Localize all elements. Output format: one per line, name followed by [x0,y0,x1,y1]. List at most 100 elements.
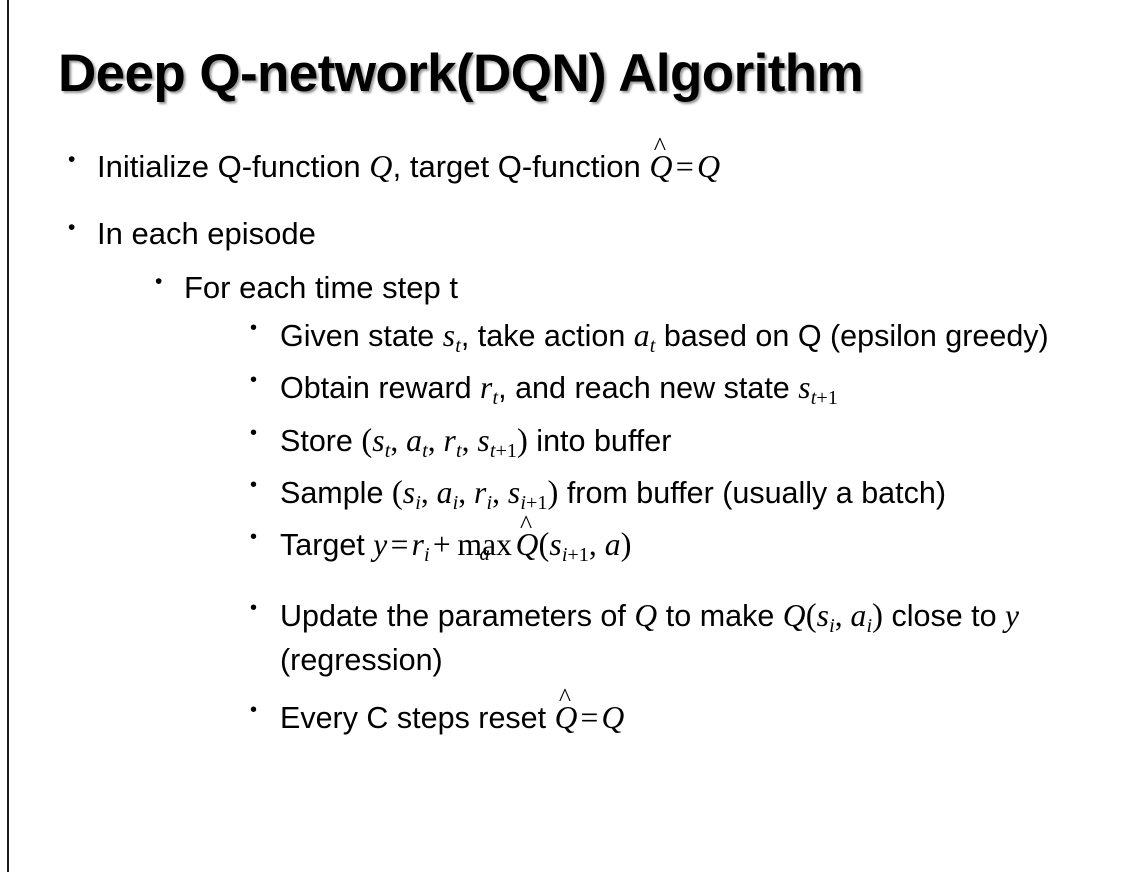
math-update-y: y [1005,597,1020,633]
math-comma-3: , [461,422,478,458]
math-equals: = [580,699,599,735]
bullet-marker-icon: • [250,525,258,548]
math-comma-3: , [492,474,508,510]
math-r-t: rt [480,370,498,409]
bullet-marker-icon: • [250,473,258,496]
math-comma-1: , [420,474,437,510]
text-update-mid: to make [657,598,783,633]
math-store-s-tp1-base: s [477,422,490,458]
math-r-i-sub: i [424,543,430,566]
text-store-post: into buffer [527,423,672,458]
math-store-s-tp1-sub-offset: +1 [495,439,517,462]
bullet-in-each-episode: • In each episode • For each time step t… [68,214,1124,739]
math-a-t-base: a [633,318,650,354]
text-given-mid: , take action [460,319,634,354]
math-store-s-t: st [372,422,390,462]
circumflex-accent-icon: ^ [653,131,667,161]
text-reset-pre: Every C steps reset [280,700,555,735]
bullet-list-level-1: • Initialize Q-function Q, target Q-func… [0,133,1124,739]
math-q-hat-target: ^Q [515,511,539,566]
bullet-in-each-episode-text: In each episode [97,215,316,251]
math-update-q-1: Q [634,597,658,633]
math-r-t-sub: t [492,387,499,410]
math-s-tp1-sub-var: t [810,387,817,410]
bullet-update-parameters: • Update the parameters of Q to make Q(s… [250,595,1124,681]
math-store-r-t-sub: t [455,439,462,462]
bullet-sample-text: Sample (si, ai, ri, si+1) from buffer (u… [280,472,1124,517]
bullet-marker-icon: • [250,369,258,392]
math-paren-close: ) [620,526,632,563]
math-sample-s-ip1-sub: i+1 [520,492,547,514]
math-q-1: Q [369,148,393,184]
math-paren-open: ( [391,474,403,511]
bullet-initialize: • Initialize Q-function Q, target Q-func… [68,133,1124,188]
text-store-pre: Store [280,423,362,458]
math-sample-r-i-sub: i [486,491,493,514]
math-r-i: ri [411,526,430,566]
bullet-store-transition: • Store (st, at, rt, st+1) into buffer [250,420,1124,465]
math-sample-s-i-base: s [402,474,416,510]
bullet-list-level-3: • Given state st, take action at based o… [184,315,1124,739]
text-sample-post: from buffer (usually a batch) [558,475,946,510]
bullet-for-each-time-step-text: For each time step t [184,269,458,305]
math-update-s-i-sub: i [829,614,835,637]
math-comma-2: , [458,474,475,510]
math-sample-r-i: ri [474,474,492,514]
math-sample-s-i-sub: i [415,491,421,514]
math-store-s-t-base: s [372,422,385,458]
circumflex-accent-icon: ^ [558,682,572,712]
bullet-marker-icon: • [250,421,258,444]
bullet-obtain-reward-text: Obtain reward rt, and reach new state st… [280,367,1124,412]
math-target-s-base: s [549,526,562,562]
math-update-a-i-sub: i [866,614,873,637]
bullet-store-text: Store (st, at, rt, st+1) into buffer [280,420,1124,465]
bullet-reset-text: Every C steps reset ^Q=Q [280,685,1124,739]
text-obtain-pre: Obtain reward [280,371,481,406]
bullet-given-state-text: Given state st, take action at based on … [280,315,1124,360]
math-r-t-base: r [480,370,493,406]
math-target-a: a [604,526,621,562]
bullet-initialize-text: Initialize Q-function Q, target Q-functi… [97,133,1124,188]
math-y: y [373,526,388,562]
math-update-s-i: si [817,598,835,637]
math-s-t-sub: t [455,335,461,358]
bullet-list-level-2: • For each time step t • Given state st,… [97,268,1124,739]
math-store-a-t-base: a [406,422,423,458]
math-comma: , [588,526,605,562]
math-paren-open: ( [361,422,373,459]
math-comma: , [834,597,851,633]
math-equals-1: = [675,148,694,184]
math-sample-a-i: ai [437,475,459,514]
math-s-tp1-sub: t+1 [811,387,838,409]
bullet-given-state: • Given state st, take action at based o… [250,315,1124,360]
math-store-a-t: at [406,422,428,462]
math-store-s-t-plus-1: st+1 [477,422,517,462]
math-reset-q: Q [601,699,625,735]
math-update-a-i: ai [851,598,873,637]
math-target-s-sub: i+1 [562,544,589,566]
math-sample-r-i-base: r [474,474,487,510]
text-given-pre: Given state [280,319,443,354]
math-comma-2: , [427,422,444,458]
text-initialize-pre: Initialize Q-function [97,149,370,184]
bullet-obtain-reward: • Obtain reward rt, and reach new state … [250,367,1124,412]
math-a-t-sub: t [649,335,656,358]
math-sample-s-ip1-sub-var: i [520,491,526,514]
math-a-t: at [633,318,656,357]
page-title: Deep Q-network(DQN) Algorithm [58,44,864,103]
math-paren-close: ) [547,474,559,511]
math-s-t-plus-1: st+1 [798,370,838,409]
math-target-s-sub-offset: +1 [567,543,589,566]
bullet-sample-batch: • Sample (si, ai, ri, si+1) from buffer … [250,472,1124,517]
math-store-a-t-sub: t [422,439,428,462]
text-initialize-mid: , target Q-function [392,149,650,184]
math-r-i-base: r [411,526,425,562]
math-store-s-t-sub: t [384,439,391,462]
math-s-tp1-base: s [798,370,811,406]
math-q-hat-target-base: Q [515,526,539,562]
math-q-hat-1: ^Q [649,133,672,188]
math-store-s-tp1-sub-var: t [489,439,496,462]
